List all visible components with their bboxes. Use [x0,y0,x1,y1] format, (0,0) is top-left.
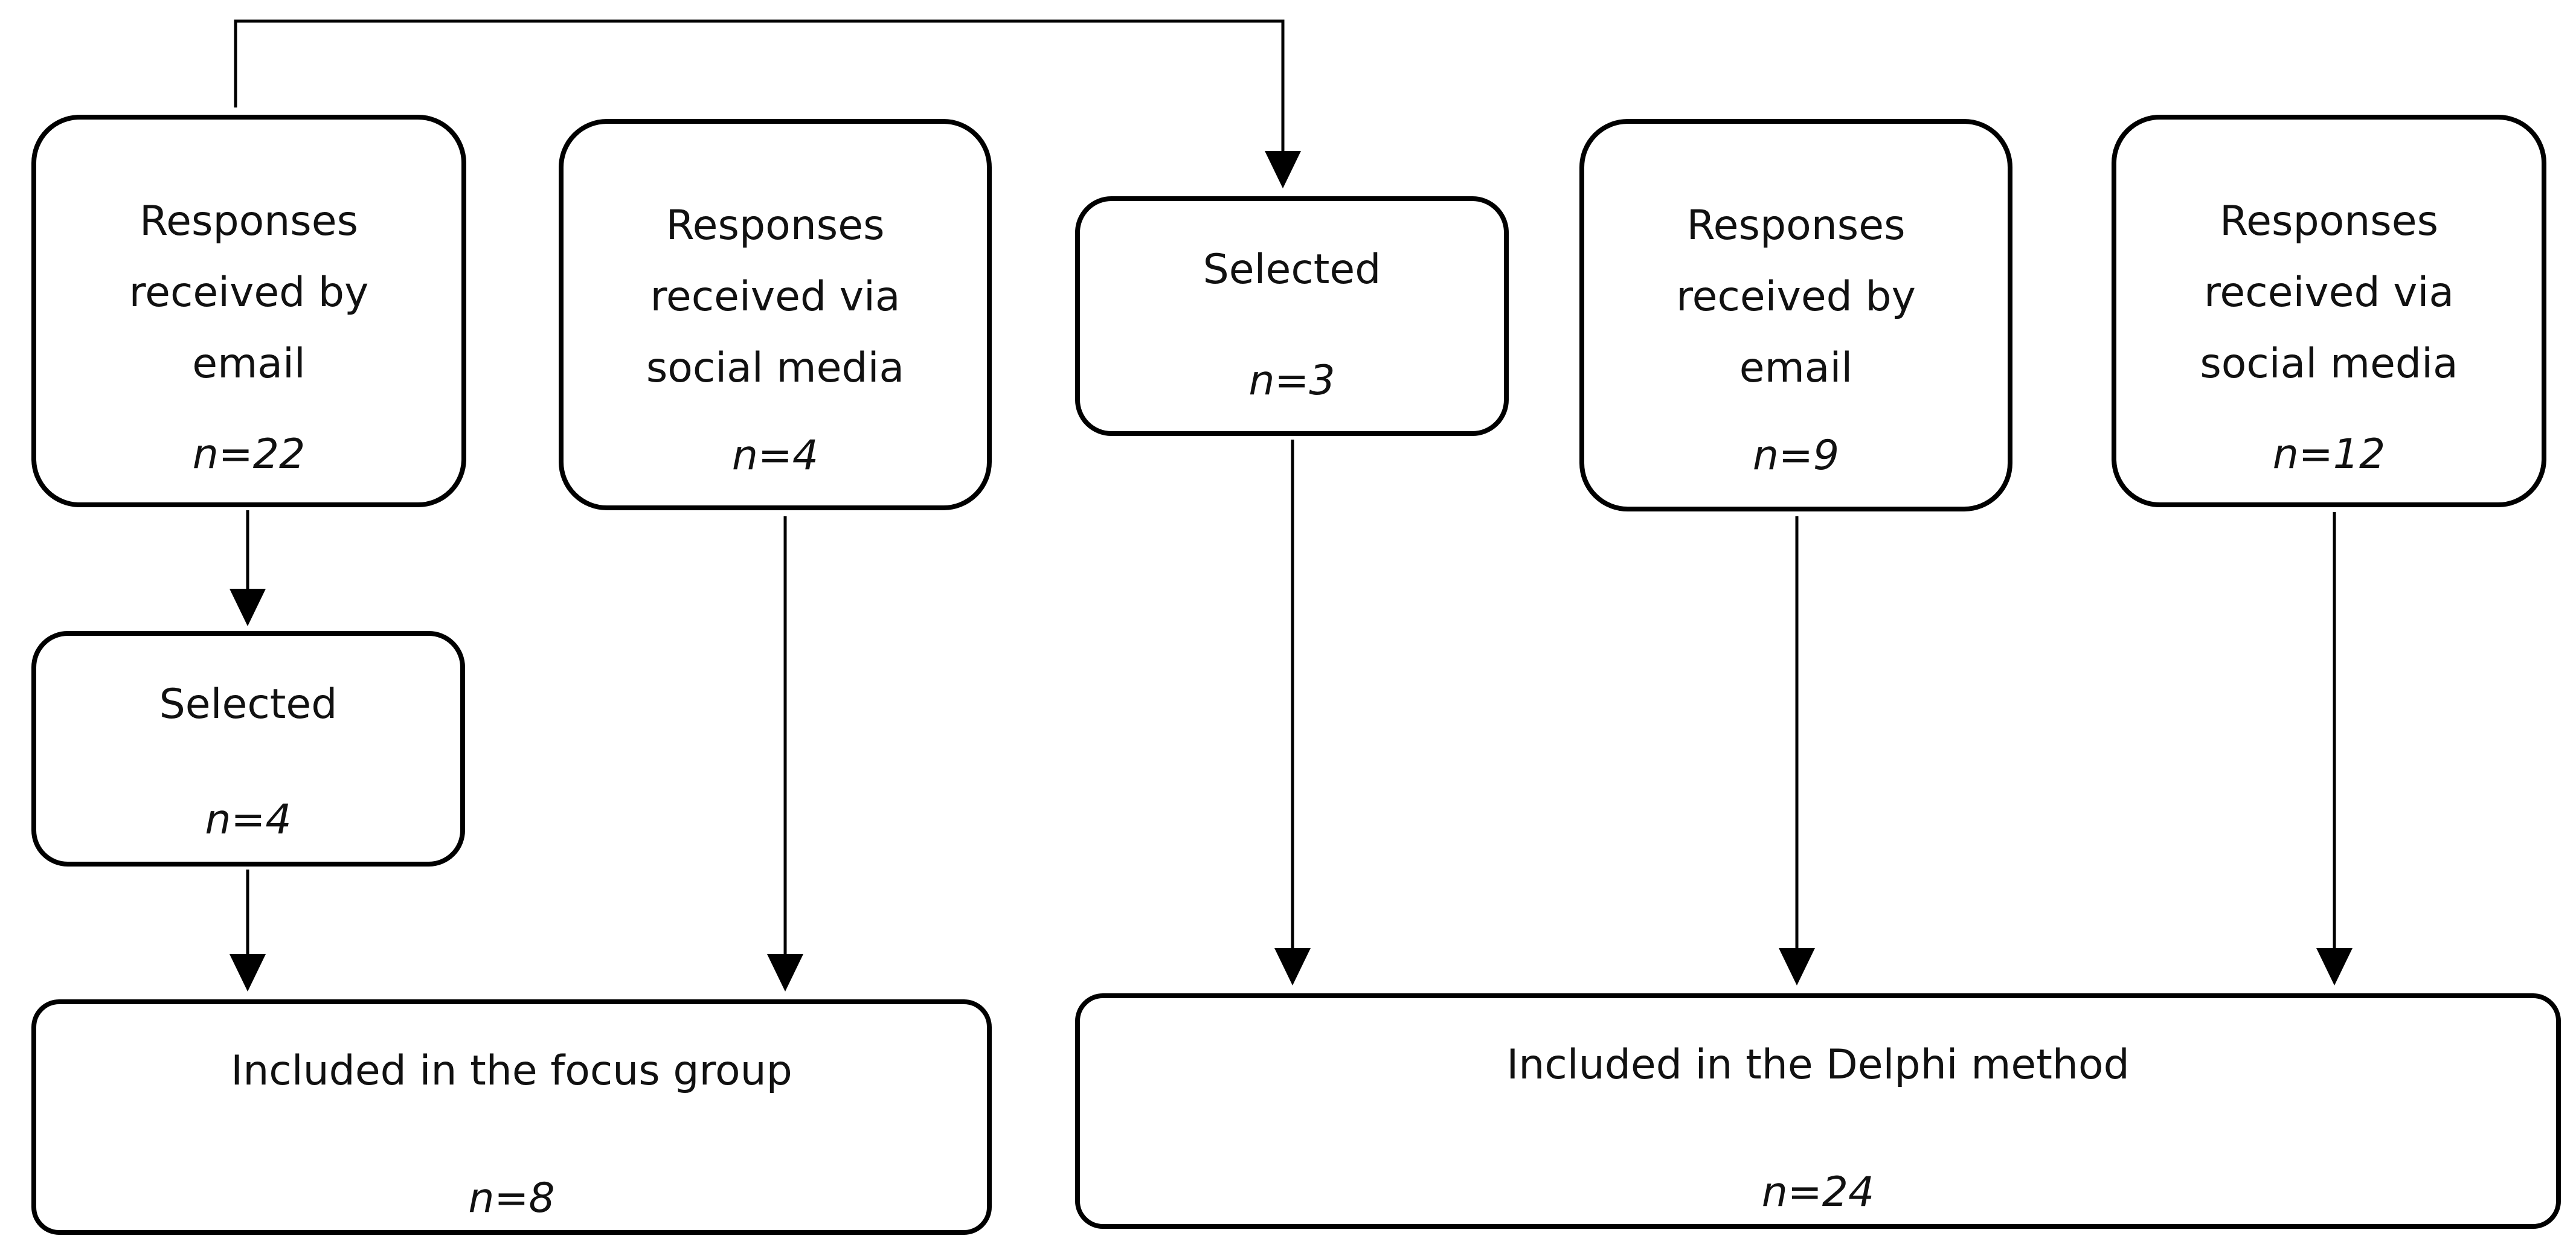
arrowhead-delphi-2 [1779,948,1815,985]
selected-label: Selected [159,681,338,728]
arrowhead-focus-right [767,954,803,992]
delphi-selected-count: n=3 [1248,357,1335,405]
email-responses-box: Responses received by email n=22 [31,115,466,507]
delphi-social-media-responses-count: n=12 [2272,431,2386,478]
arrowhead-delphi-3 [2316,948,2353,985]
delphi-selected-box: Selected n=3 [1075,196,1509,436]
delphi-email-responses-label: Responses received by email [1676,202,1916,392]
social-media-responses-box: Responses received via social media n=4 [559,119,992,510]
arrowhead-focus-left [230,954,266,992]
delphi-method-box: Included in the Delphi method n=24 [1075,993,2561,1229]
selected-count: n=4 [205,796,292,844]
email-responses-count: n=22 [192,431,306,478]
focus-group-label: Included in the focus group [231,1047,792,1095]
delphi-selected-label: Selected [1203,246,1381,293]
arrowhead-selected [230,589,266,626]
email-responses-label: Responses received by email [129,197,369,388]
arrowhead-delphi-1 [1274,948,1311,985]
selected-box: Selected n=4 [31,631,465,867]
social-media-responses-count: n=4 [731,432,819,479]
connector-email-to-delphi-selected [234,19,1285,151]
delphi-social-media-responses-label: Responses received via social media [2200,197,2458,388]
focus-group-box: Included in the focus group n=8 [31,999,992,1235]
delphi-social-media-responses-box: Responses received via social media n=12 [2112,115,2546,507]
delphi-email-responses-box: Responses received by email n=9 [1579,119,2012,511]
arrowhead-delphi-selected [1265,151,1301,188]
delphi-method-label: Included in the Delphi method [1506,1041,2130,1089]
focus-group-count: n=8 [468,1174,555,1222]
delphi-method-count: n=24 [1761,1168,1875,1216]
social-media-responses-label: Responses received via social media [646,202,905,392]
delphi-email-responses-count: n=9 [1752,432,1840,479]
